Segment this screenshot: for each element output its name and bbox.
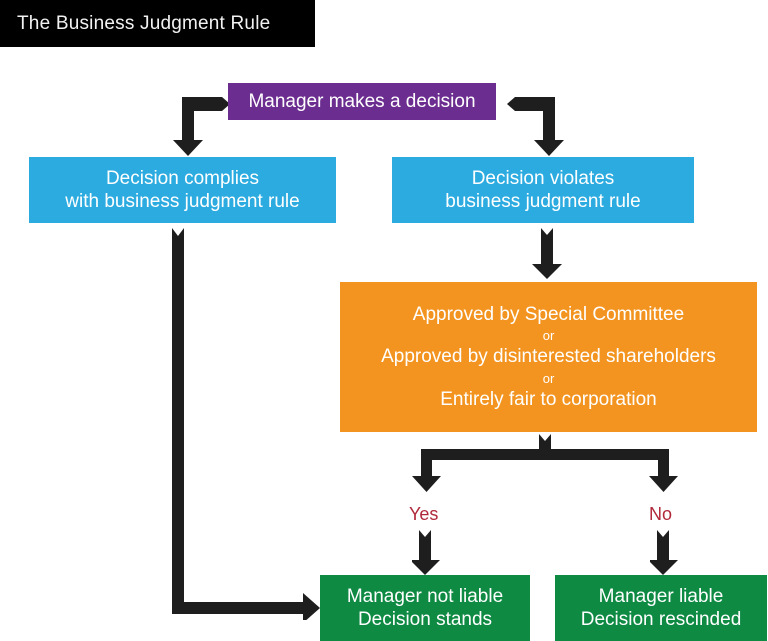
node-label-line1: Decision complies: [105, 167, 260, 189]
node-label-line2: Decision stands: [357, 609, 493, 630]
node-label-line2: Decision rescinded: [580, 609, 742, 630]
branch-label-yes: Yes: [409, 504, 439, 524]
connector-conditions-split: [405, 434, 685, 494]
node-manager-liable[interactable]: Manager liable Decision rescinded: [555, 575, 767, 641]
node-label: Manager makes a decision: [248, 90, 476, 112]
node-label-line1: Decision violates: [471, 167, 615, 189]
connector-yes-to-not-liable: [412, 530, 442, 576]
node-label-line2: with business judgment rule: [65, 191, 300, 212]
node-decision-complies[interactable]: Decision complies with business judgment…: [29, 157, 336, 223]
branch-label-no: No: [649, 504, 673, 524]
connector-no-to-liable: [650, 530, 680, 576]
node-label-line1: Manager not liable: [346, 585, 504, 607]
condition-or-1: or: [542, 327, 555, 343]
condition-line-3: Entirely fair to corporation: [440, 389, 657, 411]
node-label-line2: business judgment rule: [445, 191, 641, 212]
condition-line-2: Approved by disinterested shareholders: [381, 346, 716, 368]
connector-violates-to-conditions: [532, 228, 562, 280]
condition-or-2: or: [542, 370, 555, 386]
connector-start-to-complies: [172, 90, 232, 158]
page-title: The Business Judgment Rule: [17, 12, 271, 34]
connector-complies-to-not-liable: [170, 228, 325, 620]
title-bar: The Business Judgment Rule: [0, 0, 315, 47]
node-manager-not-liable[interactable]: Manager not liable Decision stands: [320, 575, 530, 641]
connector-start-to-violates: [505, 90, 565, 158]
node-manager-makes-decision[interactable]: Manager makes a decision: [228, 83, 496, 120]
condition-line-1: Approved by Special Committee: [412, 303, 685, 325]
node-decision-violates[interactable]: Decision violates business judgment rule: [392, 157, 694, 223]
node-approval-conditions[interactable]: Approved by Special Committee or Approve…: [340, 282, 757, 432]
node-label-line1: Manager liable: [598, 585, 724, 607]
